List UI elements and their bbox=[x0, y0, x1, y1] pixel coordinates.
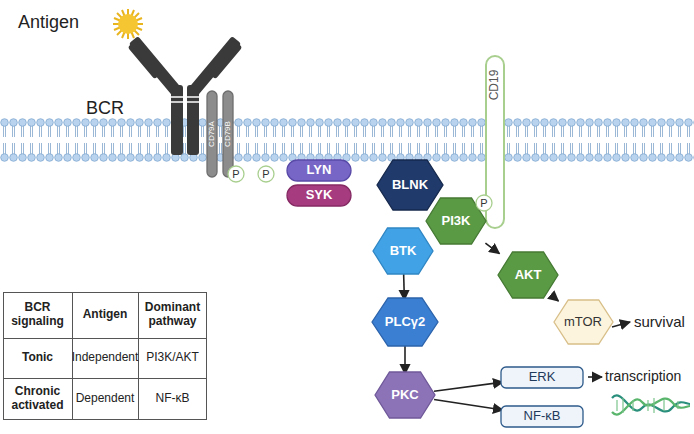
kinase-pill: LYN bbox=[286, 159, 352, 182]
antigen-icon bbox=[113, 9, 143, 39]
protein-hexagon: AKT bbox=[497, 251, 559, 299]
signal-arrow bbox=[434, 382, 503, 391]
table-cell: Antigen bbox=[72, 292, 138, 338]
signal-arrow bbox=[434, 399, 503, 410]
node-text: BLNK bbox=[392, 178, 428, 192]
table-cell: Independent bbox=[72, 338, 138, 378]
phospho-marker: P bbox=[257, 165, 275, 183]
outcome-label: transcription bbox=[605, 368, 681, 384]
table-cell: Chronic activated bbox=[3, 378, 72, 420]
node-text: NF-κB bbox=[524, 409, 561, 423]
node-text: P bbox=[480, 197, 487, 209]
protein-hexagon: PKC bbox=[374, 371, 436, 419]
node-text: BTK bbox=[390, 244, 417, 258]
signal-arrow bbox=[404, 345, 406, 374]
node-text: P bbox=[232, 168, 239, 180]
node-text: ERK bbox=[529, 370, 556, 384]
protein-hexagon: PLCγ2 bbox=[371, 297, 439, 347]
phospho-marker: P bbox=[475, 194, 493, 212]
node-text: CD19 bbox=[488, 70, 501, 101]
effector-box: NF-κB bbox=[500, 405, 584, 428]
node-text: LYN bbox=[307, 163, 332, 177]
protein-hexagon: BTK bbox=[372, 227, 434, 275]
node-text: CD79B bbox=[224, 121, 233, 147]
table-cell: NF-κB bbox=[138, 378, 207, 420]
table-cell: BCR signaling bbox=[3, 292, 72, 338]
node-text: PKC bbox=[391, 388, 418, 402]
node-text: PLCγ2 bbox=[385, 315, 425, 329]
receptor-chain: CD79B bbox=[222, 90, 234, 178]
signal-arrow bbox=[485, 243, 499, 254]
node-text: AKT bbox=[515, 268, 542, 282]
table-cell: PI3K/AKT bbox=[138, 338, 207, 378]
node-text: SYK bbox=[306, 188, 333, 202]
cell-membrane bbox=[0, 118, 694, 162]
node-text: mTOR bbox=[564, 315, 602, 329]
effector-box: ERK bbox=[500, 366, 584, 389]
signal-arrow bbox=[403, 273, 405, 300]
outcome-label: survival bbox=[634, 313, 685, 330]
kinase-pill: SYK bbox=[286, 184, 352, 207]
table-cell: Tonic bbox=[3, 338, 72, 378]
table-cell: Dominant pathway bbox=[138, 292, 207, 338]
signal-arrow bbox=[555, 298, 559, 301]
protein-hexagon: BLNK bbox=[376, 159, 444, 211]
table-cell: Dependent bbox=[72, 378, 138, 420]
receptor-chain: CD79A bbox=[206, 90, 218, 178]
node-text: CD79A bbox=[208, 121, 217, 147]
phospho-marker: P bbox=[227, 165, 245, 183]
node-text: P bbox=[262, 168, 269, 180]
node-text: PI3K bbox=[442, 214, 471, 228]
receptor-label: BCR bbox=[86, 98, 124, 119]
antigen-label: Antigen bbox=[18, 12, 79, 33]
protein-hexagon: mTOR bbox=[553, 299, 614, 345]
dna-icon bbox=[612, 395, 690, 414]
table-grid bbox=[3, 292, 207, 420]
